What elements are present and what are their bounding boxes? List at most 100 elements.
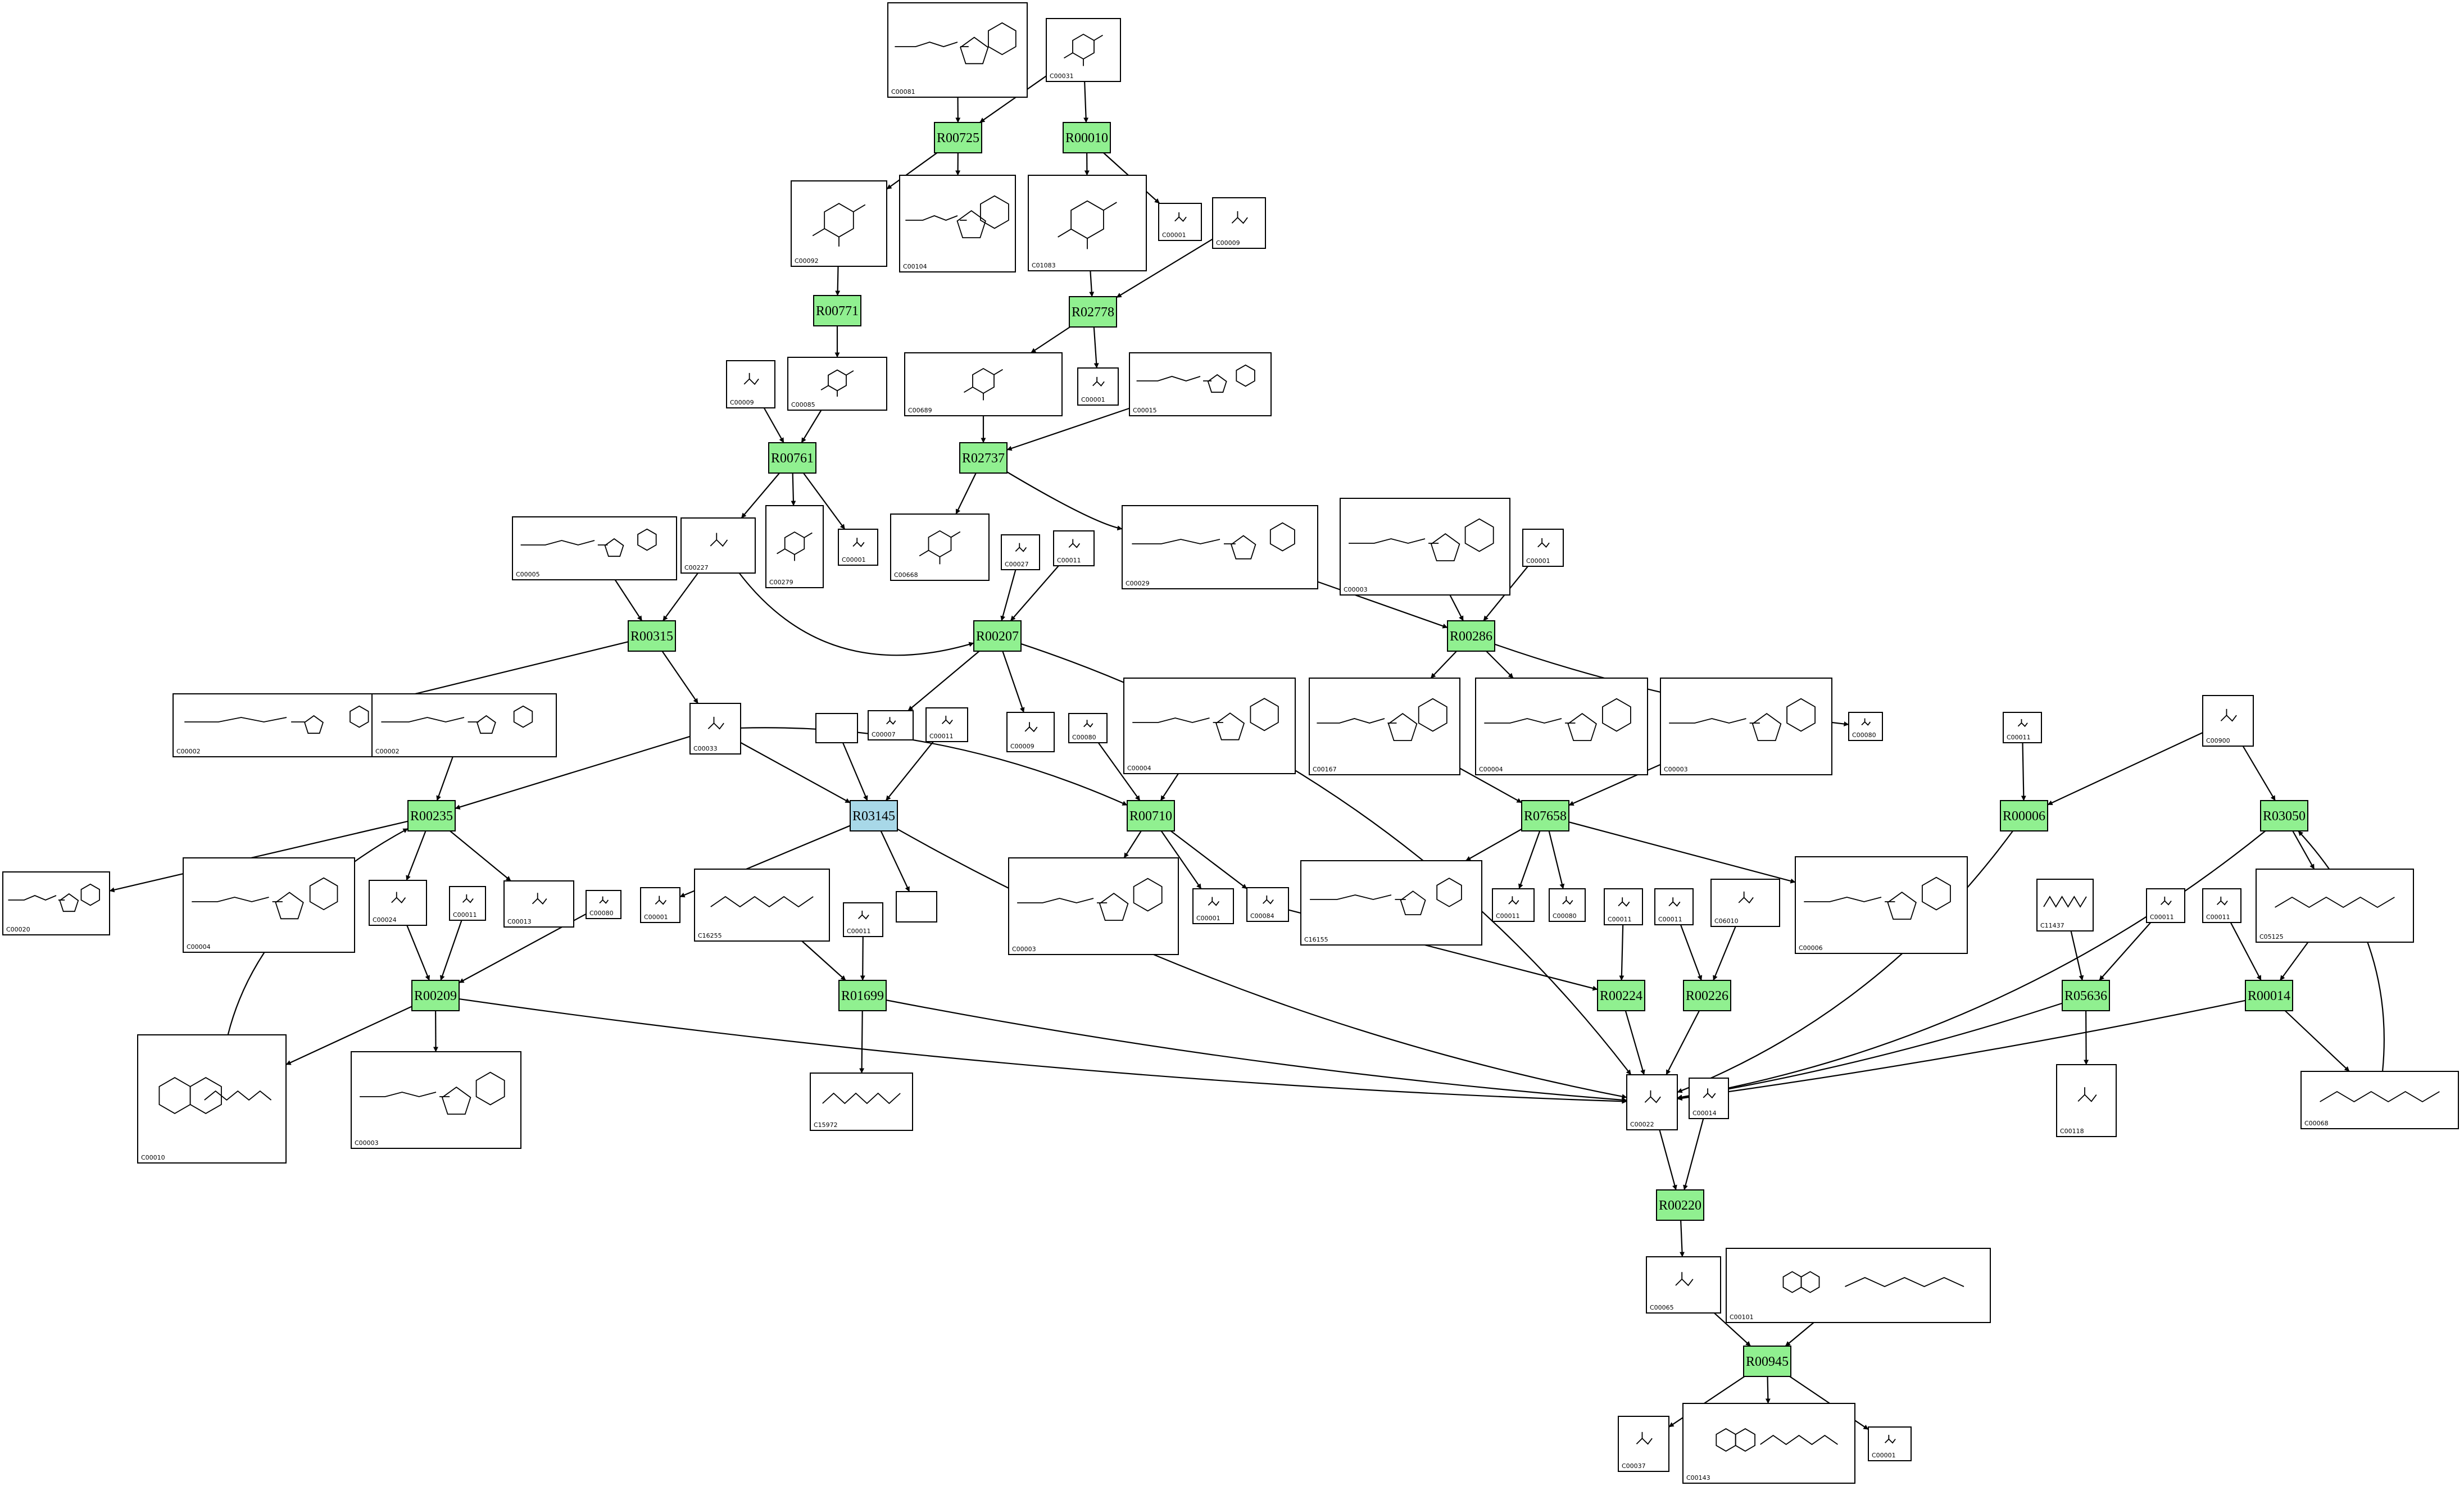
compound-node[interactable]: C00003 — [1660, 678, 1832, 775]
reaction-node-r00315[interactable]: R00315 — [628, 620, 676, 652]
compound-node[interactable]: C00080 — [586, 890, 621, 919]
compound-node[interactable]: C00092 — [791, 180, 887, 267]
compound-node[interactable]: C00011 — [449, 886, 486, 921]
compound-node[interactable]: C15972 — [810, 1073, 913, 1131]
edge-R07658-to-c52 — [1518, 830, 1541, 889]
compound-node[interactable]: C00080 — [1068, 713, 1108, 743]
reaction-node-r00771[interactable]: R00771 — [813, 295, 861, 326]
compound-node[interactable]: C05125 — [2256, 869, 2414, 943]
compound-node[interactable]: C00001 — [1868, 1426, 1912, 1461]
compound-node[interactable]: C00001 — [1158, 203, 1202, 241]
reaction-node-r02737[interactable]: R02737 — [959, 442, 1008, 474]
reaction-node-r00224[interactable]: R00224 — [1597, 980, 1645, 1011]
compound-node[interactable]: C00068 — [2300, 1071, 2459, 1129]
compound-node[interactable]: C00668 — [890, 513, 990, 581]
compound-node[interactable]: C00003 — [1340, 498, 1510, 596]
compound-node[interactable]: C00015 — [1129, 352, 1272, 416]
compound-node[interactable]: C00002 — [173, 693, 401, 757]
compound-node[interactable]: C00001 — [1192, 888, 1234, 924]
compound-node[interactable]: C00006 — [1795, 856, 1968, 954]
compound-node[interactable]: C00024 — [369, 880, 427, 926]
compound-node[interactable]: C16255 — [694, 869, 830, 942]
edge-R00710-to-c50 — [1170, 830, 1247, 889]
compound-node[interactable]: C00104 — [899, 175, 1016, 272]
compound-node[interactable]: C00900 — [2202, 695, 2254, 747]
compound-node[interactable]: C06010 — [1710, 879, 1780, 927]
compound-node[interactable]: C00037 — [1618, 1416, 1669, 1472]
reaction-node-r00945[interactable]: R00945 — [1743, 1346, 1791, 1377]
compound-node[interactable]: C00009 — [1006, 712, 1055, 752]
reaction-node-r00226[interactable]: R00226 — [1683, 980, 1731, 1011]
reaction-node-r05636[interactable]: R05636 — [2062, 980, 2110, 1011]
compound-node[interactable] — [815, 713, 858, 743]
compound-node[interactable]: C00029 — [1122, 505, 1318, 589]
structure-stroke — [1310, 894, 1392, 900]
reaction-node-r00006[interactable]: R00006 — [2000, 800, 2048, 831]
compound-node[interactable]: C00033 — [689, 703, 741, 755]
compound-node[interactable]: C00004 — [1475, 678, 1648, 775]
compound-node[interactable]: C00002 — [371, 693, 557, 757]
reaction-node-r00286[interactable]: R00286 — [1447, 620, 1495, 652]
compound-node[interactable]: C00167 — [1309, 678, 1460, 775]
compound-node[interactable]: C00004 — [183, 857, 355, 953]
compound-node[interactable]: C00085 — [787, 357, 887, 411]
compound-node[interactable]: C00080 — [1848, 712, 1883, 741]
reaction-node-r00725[interactable]: R00725 — [934, 122, 982, 153]
compound-node[interactable]: C00011 — [1654, 888, 1694, 925]
compound-node[interactable]: C00011 — [2202, 888, 2241, 923]
compound-node[interactable]: C00011 — [2003, 712, 2042, 743]
compound-node[interactable]: C00689 — [904, 352, 1063, 416]
reaction-node-r00207[interactable]: R00207 — [973, 620, 1022, 652]
compound-node[interactable]: C00013 — [503, 880, 574, 928]
compound-node[interactable]: C00001 — [1522, 529, 1564, 567]
compound-node[interactable]: C00118 — [2056, 1064, 2117, 1137]
compound-node[interactable] — [896, 891, 937, 922]
reaction-node-r02778[interactable]: R02778 — [1069, 296, 1117, 328]
compound-node[interactable]: C00143 — [1682, 1403, 1855, 1484]
compound-node[interactable]: C00011 — [843, 902, 883, 937]
compound-node[interactable]: C00101 — [1726, 1248, 1991, 1323]
compound-node[interactable]: C00022 — [1626, 1074, 1678, 1130]
compound-node[interactable]: C00279 — [765, 505, 824, 588]
compound-node[interactable]: C00001 — [838, 529, 878, 566]
compound-node[interactable]: C00003 — [1008, 857, 1179, 955]
compound-node[interactable]: C00031 — [1046, 18, 1121, 82]
compound-node[interactable]: C00011 — [2146, 888, 2185, 923]
reaction-node-r00209[interactable]: R00209 — [411, 980, 460, 1011]
compound-node[interactable]: C00009 — [726, 360, 775, 408]
compound-node[interactable]: C00027 — [1001, 534, 1040, 570]
compound-node[interactable]: C00005 — [512, 516, 677, 580]
compound-node[interactable]: C00001 — [1077, 367, 1119, 406]
compound-id: C00006 — [1799, 944, 1823, 952]
reaction-node-r00014[interactable]: R00014 — [2245, 980, 2293, 1011]
reaction-node-r00761[interactable]: R00761 — [768, 442, 816, 474]
compound-node[interactable]: C00003 — [351, 1051, 521, 1149]
compound-node[interactable]: C00011 — [925, 707, 968, 742]
reaction-node-r00010[interactable]: R00010 — [1063, 122, 1111, 153]
compound-node[interactable]: C00009 — [1212, 197, 1266, 249]
reaction-node-r03050[interactable]: R03050 — [2260, 800, 2308, 831]
compound-node[interactable]: C00084 — [1246, 887, 1289, 922]
compound-node[interactable]: C00007 — [868, 710, 914, 740]
reaction-node-r03145[interactable]: R03145 — [850, 800, 898, 831]
compound-node[interactable]: C00227 — [680, 517, 756, 574]
reaction-node-r07658[interactable]: R07658 — [1521, 800, 1569, 831]
compound-node[interactable]: C16155 — [1300, 860, 1482, 946]
compound-node[interactable]: C00020 — [2, 871, 110, 935]
compound-node[interactable]: C01083 — [1028, 175, 1147, 271]
reaction-node-r00235[interactable]: R00235 — [407, 800, 456, 831]
compound-node[interactable]: C11437 — [2036, 879, 2094, 931]
reaction-node-r00710[interactable]: R00710 — [1127, 800, 1175, 831]
compound-node[interactable]: C00011 — [1604, 888, 1643, 925]
compound-node[interactable]: C00014 — [1689, 1078, 1729, 1119]
compound-node[interactable]: C00010 — [137, 1034, 287, 1164]
reaction-node-r01699[interactable]: R01699 — [838, 980, 887, 1011]
compound-node[interactable]: C00011 — [1492, 888, 1535, 922]
compound-node[interactable]: C00011 — [1053, 530, 1095, 566]
compound-node[interactable]: C00065 — [1646, 1256, 1721, 1314]
reaction-node-r00220[interactable]: R00220 — [1656, 1189, 1704, 1221]
compound-node[interactable]: C00081 — [887, 2, 1028, 98]
compound-node[interactable]: C00004 — [1123, 678, 1296, 774]
compound-node[interactable]: C00080 — [1549, 888, 1586, 922]
compound-node[interactable]: C00001 — [640, 887, 680, 923]
